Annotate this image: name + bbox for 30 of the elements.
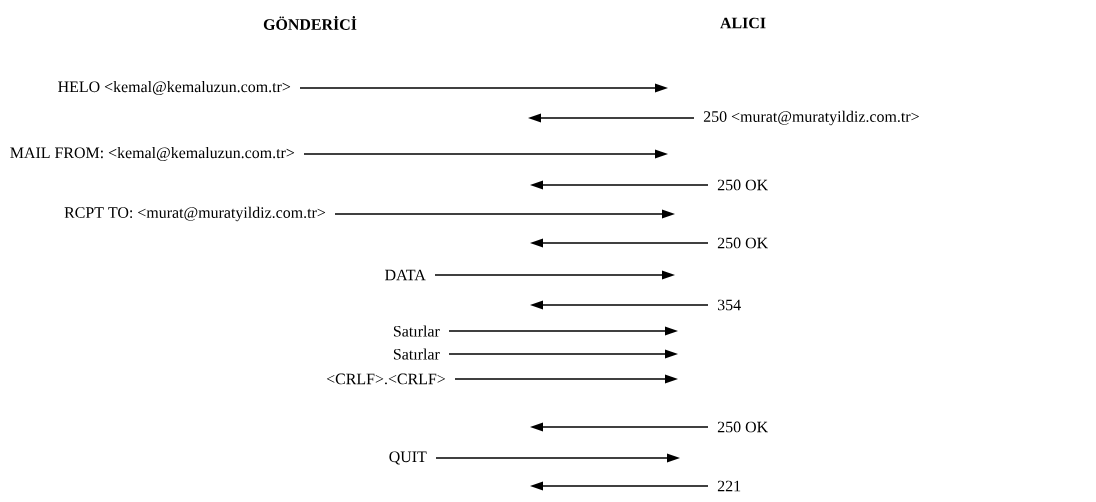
message-text: 354 xyxy=(717,299,741,311)
arrow xyxy=(334,209,675,219)
arrow xyxy=(530,422,709,432)
message-text: MAIL FROM: <kemal@kemaluzun.com.tr> xyxy=(10,146,295,162)
arrow xyxy=(530,300,709,310)
arrow xyxy=(530,238,709,248)
arrow xyxy=(303,149,668,159)
message-text: <CRLF>.<CRLF> xyxy=(326,373,446,385)
message-text: QUIT xyxy=(389,451,427,465)
arrow xyxy=(434,270,675,280)
message-text: RCPT TO: <murat@muratyildiz.com.tr> xyxy=(64,206,326,222)
message-text: 250 OK xyxy=(717,421,768,433)
column-heading: GÖNDERİCİ xyxy=(263,16,357,30)
arrow xyxy=(454,374,678,384)
message-text: DATA xyxy=(385,269,426,281)
message-text: Satırlar xyxy=(393,325,440,337)
arrow xyxy=(448,326,678,336)
arrow xyxy=(530,180,709,190)
column-heading: ALICI xyxy=(720,17,766,29)
arrow xyxy=(435,453,680,463)
message-text: 250 OK xyxy=(717,237,768,249)
message-text: Satırlar xyxy=(393,348,440,360)
message-text: 250 OK xyxy=(717,179,768,191)
arrow xyxy=(530,481,709,491)
message-text: 250 <murat@muratyildiz.com.tr> xyxy=(703,110,919,126)
arrow xyxy=(448,349,678,359)
message-text: HELO <kemal@kemaluzun.com.tr> xyxy=(58,80,291,96)
arrow xyxy=(528,113,695,123)
arrow xyxy=(299,83,668,93)
message-text: 221 xyxy=(717,480,741,492)
